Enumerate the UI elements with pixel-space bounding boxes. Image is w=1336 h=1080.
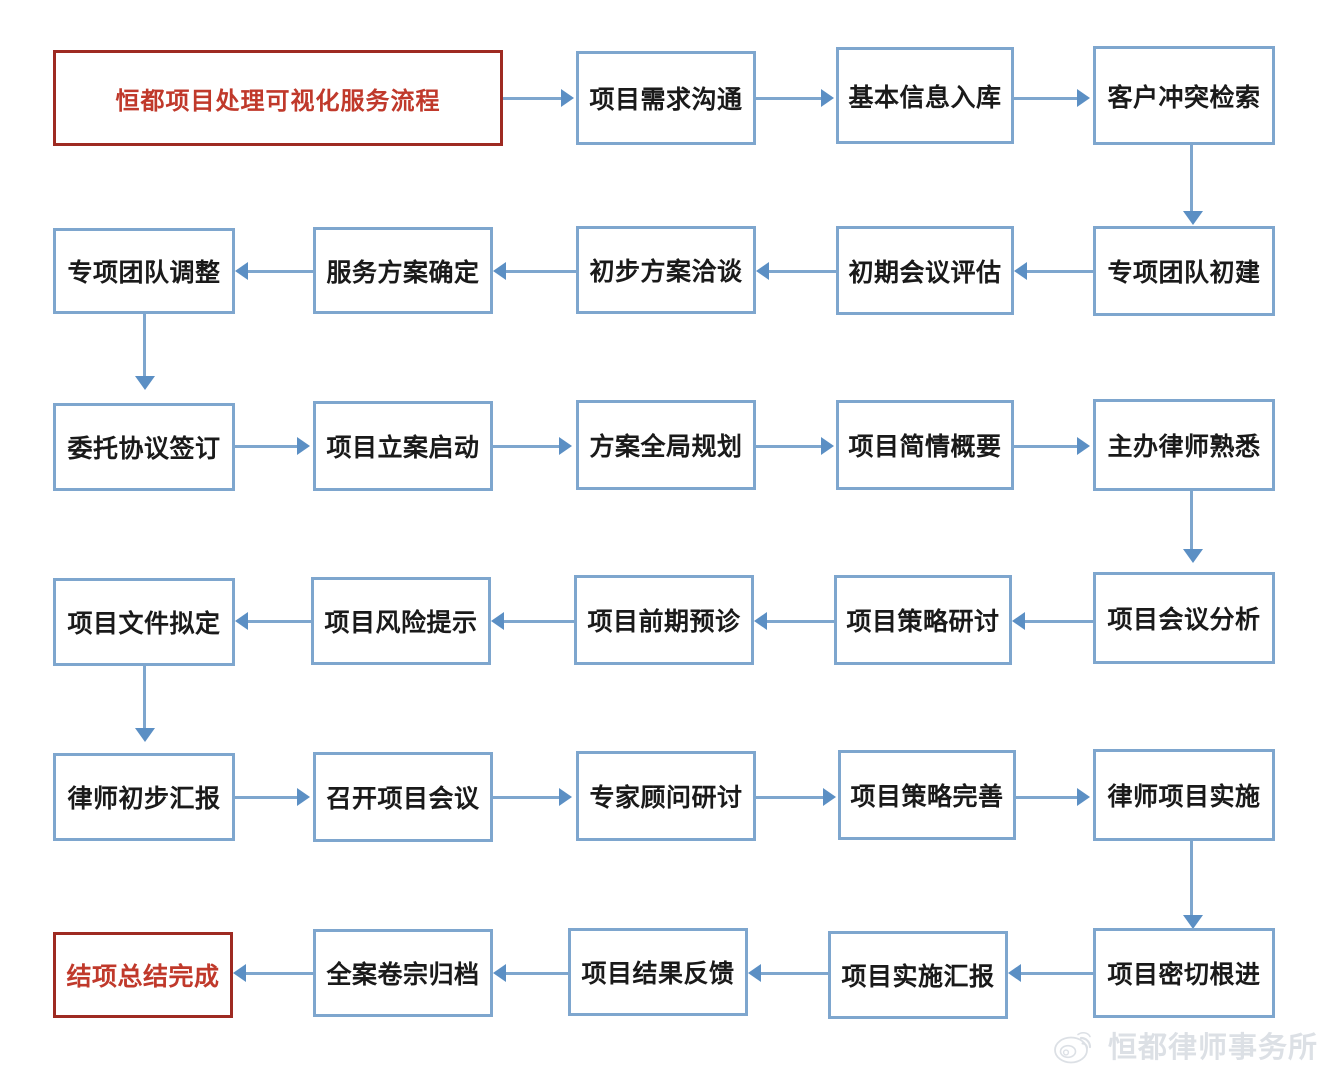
connector-r3-seg3 <box>756 445 823 448</box>
arrowhead-v4 <box>135 728 155 742</box>
node-lawyer-project-implementation[interactable]: 律师项目实施 <box>1093 749 1275 841</box>
node-project-strategy-discussion[interactable]: 项目策略研讨 <box>834 575 1012 665</box>
node-project-document-drafting[interactable]: 项目文件拟定 <box>53 578 235 666</box>
arrowhead-v3 <box>1183 549 1203 563</box>
arrowhead-r6-seg1 <box>1008 964 1021 982</box>
connector-r5-seg1 <box>235 796 297 799</box>
node-client-conflict-search[interactable]: 客户冲突检索 <box>1093 46 1275 145</box>
connector-r6-seg1 <box>1018 972 1093 975</box>
arrowhead-v1 <box>1183 211 1203 225</box>
connector-r5-seg4 <box>1016 796 1079 799</box>
arrowhead-r1-seg3 <box>1077 89 1090 107</box>
node-project-case-initiation[interactable]: 项目立案启动 <box>313 401 493 491</box>
node-overall-plan-design[interactable]: 方案全局规划 <box>576 400 756 490</box>
connector-r6-seg4 <box>243 972 313 975</box>
node-full-case-file-archiving[interactable]: 全案卷宗归档 <box>313 929 493 1017</box>
node-project-close-followup[interactable]: 项目密切根进 <box>1093 928 1275 1018</box>
node-special-team-adjustment[interactable]: 专项团队调整 <box>53 228 235 314</box>
connector-r3-seg2 <box>493 445 560 448</box>
arrowhead-r5-seg4 <box>1077 788 1090 806</box>
node-lawyer-initial-report[interactable]: 律师初步汇报 <box>53 753 235 841</box>
arrowhead-r2-seg1 <box>1014 262 1027 280</box>
arrowhead-r1-seg1 <box>561 89 574 107</box>
connector-r3-seg1 <box>235 445 297 448</box>
node-project-risk-notice[interactable]: 项目风险提示 <box>311 577 491 665</box>
node-convene-project-meeting[interactable]: 召开项目会议 <box>313 752 493 842</box>
node-service-plan-confirmation[interactable]: 服务方案确定 <box>313 227 493 314</box>
node-project-brief-summary[interactable]: 项目简情概要 <box>836 400 1014 490</box>
node-initial-meeting-assessment[interactable]: 初期会议评估 <box>836 226 1014 315</box>
node-project-result-feedback[interactable]: 项目结果反馈 <box>568 928 748 1016</box>
node-project-closure-summary[interactable]: 结项总结完成 <box>53 932 233 1018</box>
connector-r2-seg4 <box>245 270 313 273</box>
connector-r4-seg2 <box>764 620 834 623</box>
connector-r4-seg3 <box>501 620 574 623</box>
node-project-implementation-report[interactable]: 项目实施汇报 <box>828 931 1008 1019</box>
node-basic-info-entry[interactable]: 基本信息入库 <box>836 47 1014 144</box>
connector-r5-seg2 <box>493 796 560 799</box>
arrowhead-r4-seg3 <box>491 612 504 630</box>
node-engagement-agreement-signing[interactable]: 委托协议签订 <box>53 403 235 491</box>
arrowhead-r6-seg3 <box>493 964 506 982</box>
connector-r1-seg1 <box>503 97 563 100</box>
arrowhead-r2-seg4 <box>235 262 248 280</box>
connector-v1 <box>1190 145 1193 216</box>
arrowhead-r3-seg1 <box>297 437 310 455</box>
connector-r4-seg4 <box>245 620 311 623</box>
connector-r1-seg2 <box>756 97 823 100</box>
node-expert-advisor-discussion[interactable]: 专家顾问研讨 <box>576 751 756 841</box>
connector-v5 <box>1190 841 1193 919</box>
node-preliminary-plan-negotiation[interactable]: 初步方案洽谈 <box>576 226 756 314</box>
connector-v4 <box>143 666 146 732</box>
connector-v3 <box>1190 491 1193 553</box>
node-project-strategy-refinement[interactable]: 项目策略完善 <box>838 750 1016 840</box>
arrowhead-r2-seg3 <box>493 262 506 280</box>
arrowhead-r4-seg1 <box>1012 612 1025 630</box>
arrowhead-r5-seg2 <box>559 788 572 806</box>
arrowhead-r2-seg2 <box>756 262 769 280</box>
arrowhead-r4-seg4 <box>235 612 248 630</box>
arrowhead-r5-seg1 <box>297 788 310 806</box>
node-lead-lawyer-familiarization[interactable]: 主办律师熟悉 <box>1093 399 1275 491</box>
watermark: 恒都律师事务所 <box>1054 1024 1318 1066</box>
connector-r6-seg2 <box>758 972 828 975</box>
connector-r2-seg3 <box>503 270 576 273</box>
arrowhead-r3-seg4 <box>1077 437 1090 455</box>
node-special-team-formation[interactable]: 专项团队初建 <box>1093 226 1275 316</box>
node-project-requirement-communication[interactable]: 项目需求沟通 <box>576 51 756 145</box>
arrowhead-r6-seg4 <box>233 964 246 982</box>
connector-r2-seg2 <box>766 270 836 273</box>
arrowhead-r3-seg2 <box>559 437 572 455</box>
arrowhead-v5 <box>1183 915 1203 929</box>
arrowhead-v2 <box>135 376 155 390</box>
arrowhead-r4-seg2 <box>754 612 767 630</box>
connector-r5-seg3 <box>756 796 825 799</box>
arrowhead-r3-seg3 <box>821 437 834 455</box>
connector-v2 <box>143 314 146 380</box>
connector-r4-seg1 <box>1022 620 1093 623</box>
arrowhead-r6-seg2 <box>748 964 761 982</box>
arrowhead-r5-seg3 <box>823 788 836 806</box>
watermark-text: 恒都律师事务所 <box>1107 1032 1318 1064</box>
connector-r2-seg1 <box>1024 270 1093 273</box>
connector-r6-seg3 <box>503 972 568 975</box>
node-project-meeting-analysis[interactable]: 项目会议分析 <box>1093 572 1275 664</box>
node-project-preliminary-diagnosis[interactable]: 项目前期预诊 <box>574 575 754 665</box>
node-title[interactable]: 恒都项目处理可视化服务流程 <box>53 50 503 146</box>
arrowhead-r1-seg2 <box>821 89 834 107</box>
weibo-logo-icon <box>1054 1026 1098 1064</box>
connector-r1-seg3 <box>1014 97 1079 100</box>
connector-r3-seg4 <box>1014 445 1079 448</box>
